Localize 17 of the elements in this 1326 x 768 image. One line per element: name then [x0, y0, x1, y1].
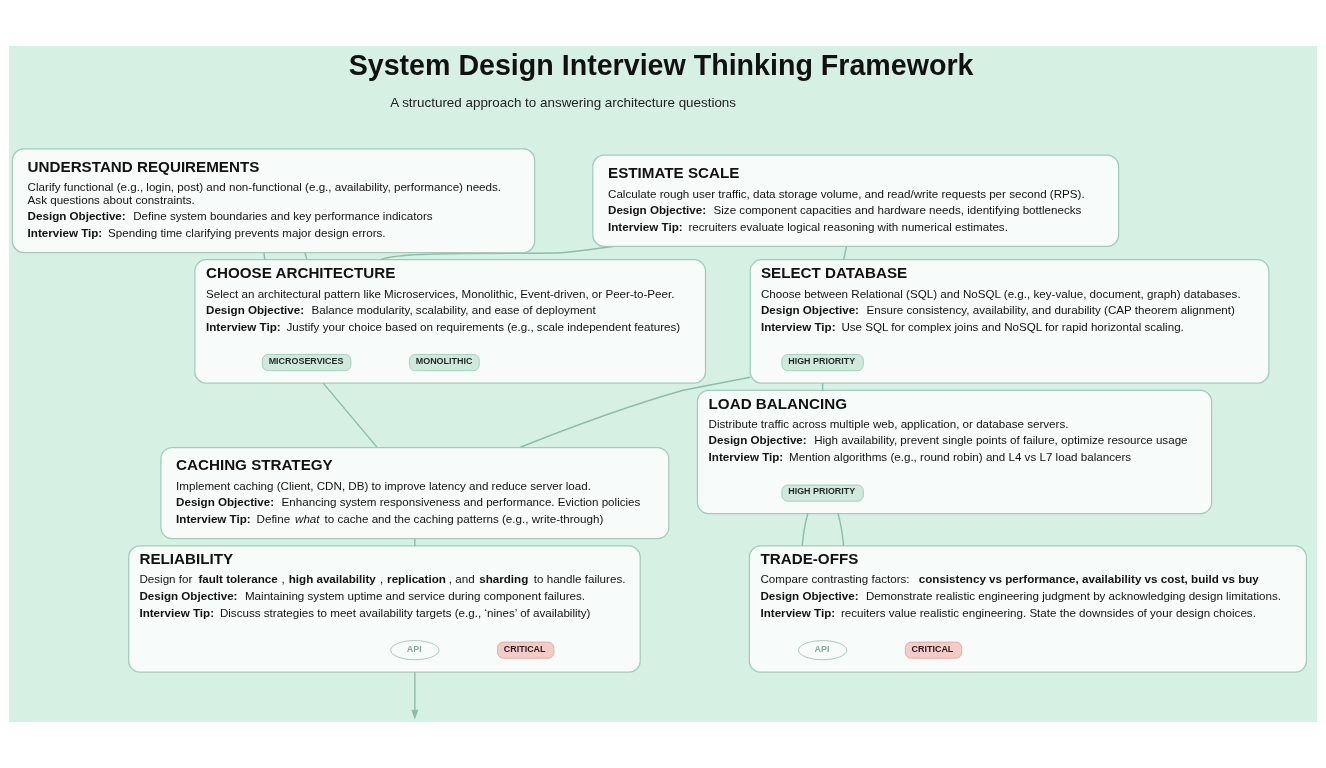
- connector: [837, 513, 845, 547]
- arrow: [411, 671, 419, 720]
- node-ellipse: API: [798, 640, 848, 661]
- label: A structured approach to answering architecture questions: [390, 95, 737, 111]
- node-box: MONOLITHIC: [409, 354, 480, 372]
- node-box: MICROSERVICES: [261, 354, 352, 372]
- node-box: CRITICAL: [904, 641, 963, 659]
- connector: [414, 538, 416, 547]
- node-box: CRITICAL: [497, 641, 555, 659]
- node-box: HIGH PRIORITY: [781, 354, 864, 372]
- node-ellipse: API: [390, 640, 440, 661]
- node-box: ESTIMATE SCALE Calculate rough user traffic, data storage volume, and read/write requests per second (RPS). Design Objective: Size component capacities and hardware needs, identifying bottlenecks Interview Tip: recruiters evaluate logical reasoning with numerical estimates.: [592, 154, 1120, 247]
- connector: [801, 513, 809, 547]
- node-box: HIGH PRIORITY: [781, 484, 864, 502]
- diagram-title: System Design Interview Thinking Framework: [348, 49, 974, 82]
- node-box: CACHING STRATEGY Implement caching (Client, CDN, DB) to improve latency and reduce server load. Design Objective: Enhancing system responsiveness and performance. Eviction policies Interview Tip: Define what to cache and the caching patterns (e.g., write-through): [160, 446, 670, 540]
- node-box: UNDERSTAND REQUIREMENTS Clarify functional (e.g., login, post) and non-functional (e.g., availability, performance) needs. Ask questions about constraints. Design Objective: Define system boundaries and key performance indicators Interview Tip: Spending time clarifying prevents major design errors.: [11, 148, 536, 254]
